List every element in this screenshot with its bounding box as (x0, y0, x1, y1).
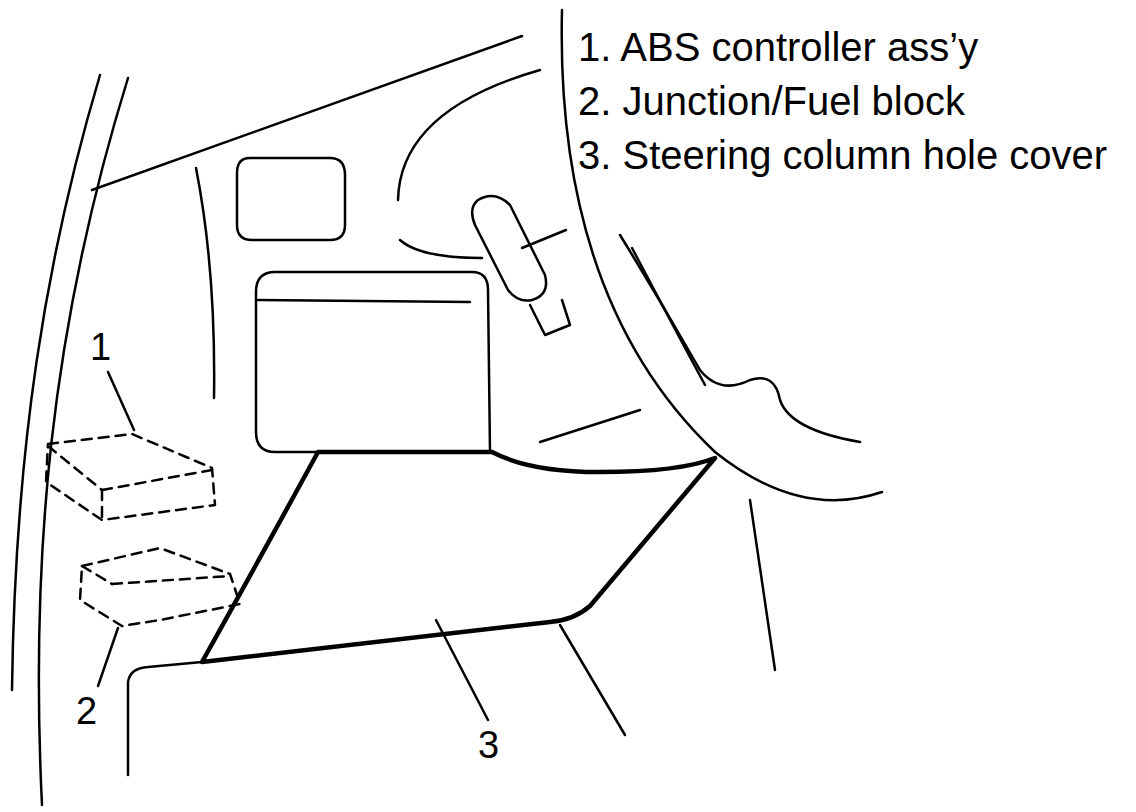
callout-number: 1 (90, 326, 111, 368)
callout-number: 3 (478, 724, 499, 766)
legend-text: 2. Junction/Fuel block (578, 74, 1130, 128)
legend-text: 1. ABS controller ass’y (578, 20, 1130, 74)
legend-text: 3. Steering column hole cover (578, 128, 1130, 182)
callout-number: 2 (76, 690, 97, 732)
